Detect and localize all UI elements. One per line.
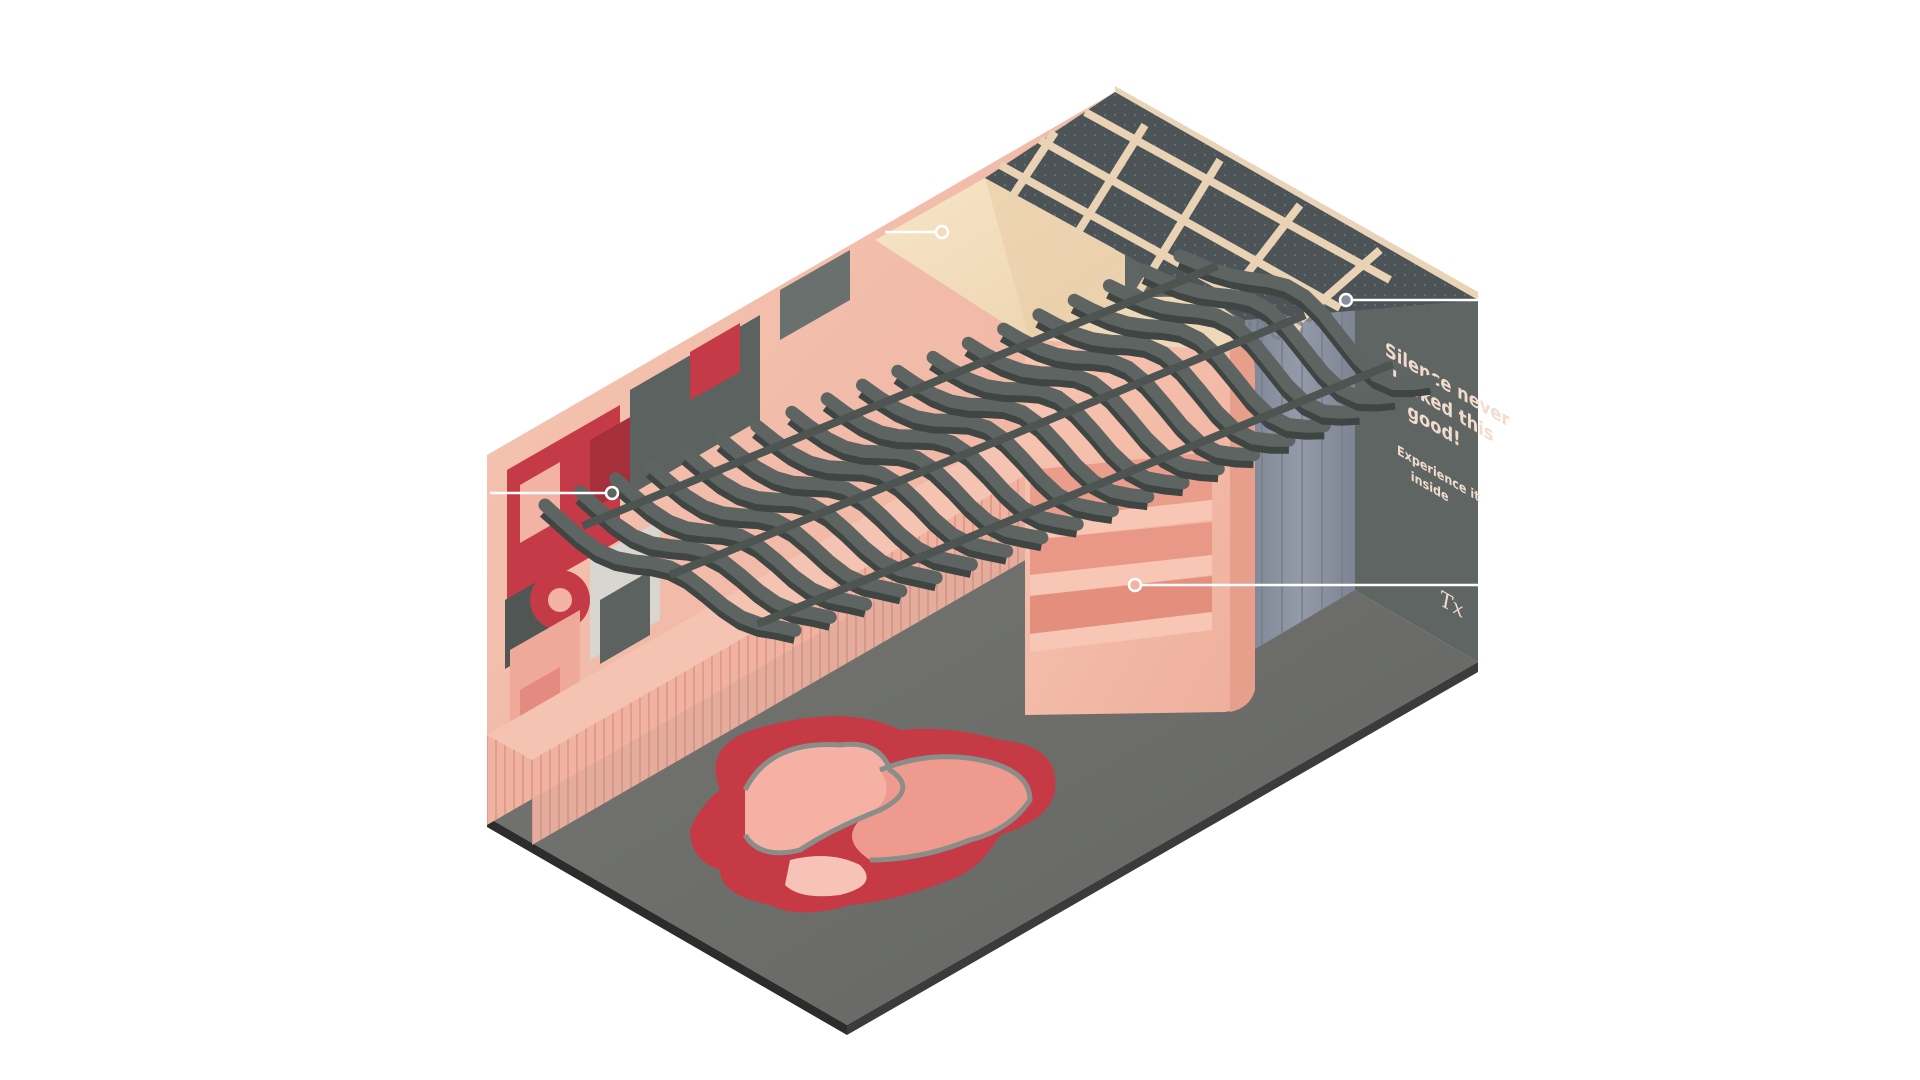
felt-baffle bbox=[1173, 249, 1437, 391]
felt-baffle bbox=[926, 350, 1190, 490]
felt-crossbar bbox=[668, 311, 1307, 579]
felt-baffle bbox=[1138, 264, 1402, 405]
wall-graphics bbox=[505, 250, 850, 753]
felt-baffle bbox=[891, 364, 1155, 504]
felt-baffle bbox=[997, 322, 1261, 462]
curtain-callout bbox=[1338, 292, 1490, 308]
acoustic-ceiling-callout bbox=[490, 485, 620, 501]
ceiling-wood-callout bbox=[885, 224, 950, 240]
felt-baffles bbox=[538, 249, 1437, 644]
felt-baffle bbox=[961, 336, 1225, 476]
felt-baffle bbox=[856, 378, 1119, 517]
felt-baffle bbox=[1067, 293, 1331, 433]
felt-baffle bbox=[1102, 279, 1366, 419]
shelves-callout bbox=[1127, 577, 1490, 593]
felt-baffle bbox=[538, 498, 802, 637]
felt-baffle bbox=[1032, 308, 1296, 447]
callouts bbox=[490, 224, 1490, 593]
felt-crossbar bbox=[755, 360, 1395, 628]
rug bbox=[690, 716, 1056, 913]
felt-crossbar bbox=[580, 262, 1220, 530]
